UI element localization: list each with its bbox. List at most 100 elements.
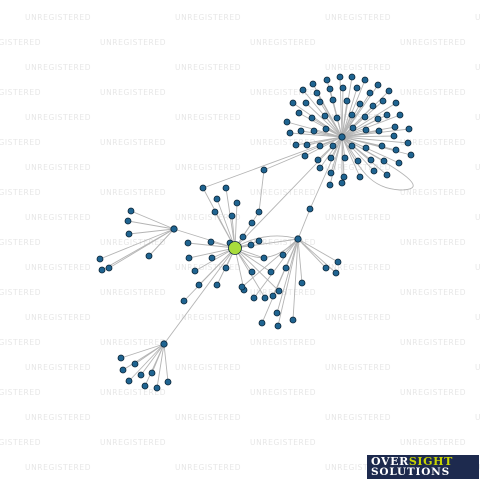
network-node[interactable]	[361, 76, 369, 84]
network-node[interactable]	[292, 141, 300, 149]
network-node[interactable]	[348, 142, 356, 150]
network-node[interactable]	[356, 173, 364, 181]
network-node[interactable]	[390, 132, 398, 140]
network-node[interactable]	[269, 292, 277, 300]
network-node[interactable]	[289, 99, 297, 107]
focus-node[interactable]	[228, 241, 242, 255]
network-node[interactable]	[313, 89, 321, 97]
network-node[interactable]	[341, 154, 349, 162]
network-node[interactable]	[338, 179, 346, 187]
hub-node[interactable]	[160, 340, 168, 348]
network-node[interactable]	[239, 233, 247, 241]
network-node[interactable]	[316, 142, 324, 150]
network-node[interactable]	[282, 264, 290, 272]
network-node[interactable]	[283, 118, 291, 126]
network-node[interactable]	[332, 269, 340, 277]
network-node[interactable]	[105, 264, 113, 272]
network-node[interactable]	[314, 156, 322, 164]
network-node[interactable]	[199, 184, 207, 192]
network-node[interactable]	[391, 123, 399, 131]
network-node[interactable]	[306, 205, 314, 213]
network-node[interactable]	[301, 152, 309, 160]
network-node[interactable]	[289, 316, 297, 324]
network-node[interactable]	[333, 114, 341, 122]
network-node[interactable]	[340, 173, 348, 181]
network-node[interactable]	[366, 89, 374, 97]
network-node[interactable]	[322, 264, 330, 272]
network-node[interactable]	[213, 195, 221, 203]
network-node[interactable]	[299, 86, 307, 94]
network-node[interactable]	[286, 129, 294, 137]
network-node[interactable]	[213, 281, 221, 289]
network-node[interactable]	[98, 266, 106, 274]
network-node[interactable]	[361, 113, 369, 121]
network-node[interactable]	[326, 85, 334, 93]
network-node[interactable]	[208, 254, 216, 262]
network-node[interactable]	[267, 268, 275, 276]
network-node[interactable]	[407, 151, 415, 159]
network-node[interactable]	[316, 164, 324, 172]
network-node[interactable]	[207, 238, 215, 246]
network-node[interactable]	[302, 99, 310, 107]
network-node[interactable]	[370, 167, 378, 175]
network-node[interactable]	[261, 294, 269, 302]
hub-node[interactable]	[294, 235, 302, 243]
network-node[interactable]	[329, 96, 337, 104]
network-node[interactable]	[396, 111, 404, 119]
network-node[interactable]	[233, 199, 241, 207]
network-node[interactable]	[275, 287, 283, 295]
network-node[interactable]	[255, 208, 263, 216]
network-node[interactable]	[222, 264, 230, 272]
network-node[interactable]	[247, 241, 255, 249]
network-node[interactable]	[119, 366, 127, 374]
network-node[interactable]	[326, 181, 334, 189]
network-node[interactable]	[164, 378, 172, 386]
network-node[interactable]	[334, 258, 342, 266]
network-node[interactable]	[184, 239, 192, 247]
network-node[interactable]	[395, 159, 403, 167]
network-node[interactable]	[322, 125, 330, 133]
network-node[interactable]	[260, 166, 268, 174]
network-node[interactable]	[255, 237, 263, 245]
network-node[interactable]	[383, 111, 391, 119]
network-node[interactable]	[180, 297, 188, 305]
network-node[interactable]	[343, 97, 351, 105]
network-node[interactable]	[329, 142, 337, 150]
network-node[interactable]	[349, 124, 357, 132]
network-node[interactable]	[148, 369, 156, 377]
network-node[interactable]	[392, 99, 400, 107]
network-node[interactable]	[127, 207, 135, 215]
network-node[interactable]	[195, 281, 203, 289]
network-node[interactable]	[228, 212, 236, 220]
network-node[interactable]	[250, 294, 258, 302]
network-node[interactable]	[327, 169, 335, 177]
network-node[interactable]	[321, 112, 329, 120]
network-node[interactable]	[375, 127, 383, 135]
network-node[interactable]	[279, 251, 287, 259]
network-node[interactable]	[274, 322, 282, 330]
network-node[interactable]	[145, 252, 153, 260]
network-node[interactable]	[125, 377, 133, 385]
network-node[interactable]	[356, 100, 364, 108]
network-node[interactable]	[405, 125, 413, 133]
network-node[interactable]	[310, 127, 318, 135]
hub-node[interactable]	[170, 225, 178, 233]
network-node[interactable]	[379, 97, 387, 105]
network-node[interactable]	[124, 217, 132, 225]
network-node[interactable]	[211, 208, 219, 216]
network-node[interactable]	[248, 268, 256, 276]
network-node[interactable]	[125, 230, 133, 238]
network-node[interactable]	[273, 309, 281, 317]
network-node[interactable]	[367, 156, 375, 164]
network-node[interactable]	[295, 109, 303, 117]
network-node[interactable]	[309, 80, 317, 88]
network-node[interactable]	[191, 267, 199, 275]
network-node[interactable]	[362, 126, 370, 134]
network-node[interactable]	[308, 114, 316, 122]
network-node[interactable]	[380, 157, 388, 165]
network-node[interactable]	[96, 255, 104, 263]
network-node[interactable]	[348, 73, 356, 81]
network-node[interactable]	[297, 127, 305, 135]
network-node[interactable]	[260, 254, 268, 262]
network-node[interactable]	[385, 87, 393, 95]
